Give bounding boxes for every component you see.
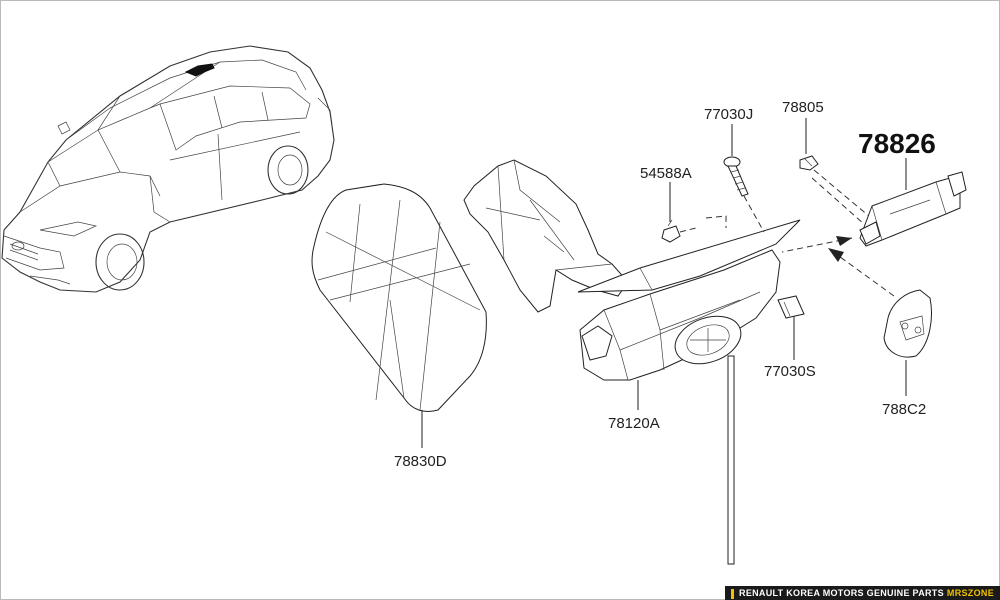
- clip-54588a: [661, 219, 681, 243]
- screw-77030j: [723, 156, 749, 197]
- clip-77030s: [777, 295, 805, 319]
- footer-brand: MRSZONE: [946, 588, 994, 598]
- part-label-77030j[interactable]: 77030J: [704, 106, 753, 123]
- part-label-77030s[interactable]: 77030S: [764, 363, 816, 380]
- fuel-filler-housing: [463, 159, 801, 565]
- part-label-78826[interactable]: 78826: [858, 128, 936, 159]
- footer-accent-bar: [731, 588, 735, 599]
- actuator-78826: [859, 171, 967, 247]
- vehicle-illustration: [1, 45, 335, 293]
- part-label-788c2[interactable]: 788C2: [882, 401, 926, 418]
- part-label-54588a[interactable]: 54588A: [640, 165, 692, 182]
- clip-78805: [799, 155, 819, 171]
- fuel-door-lid: [311, 183, 487, 412]
- part-label-78830d[interactable]: 78830D: [394, 453, 447, 470]
- seal-plate-788c2: [883, 289, 932, 358]
- part-label-78120a[interactable]: 78120A: [608, 415, 660, 432]
- part-label-78805[interactable]: 78805: [782, 99, 824, 116]
- footer-text: RENAULT KOREA MOTORS GENUINE PARTS: [739, 588, 944, 598]
